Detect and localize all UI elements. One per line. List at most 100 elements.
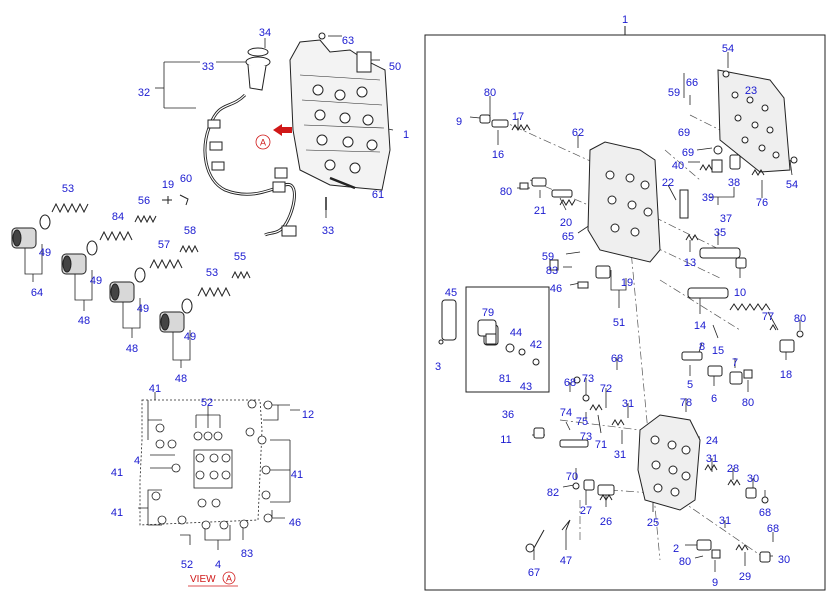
callout-19: 19 xyxy=(162,179,174,191)
callout-25: 25 xyxy=(647,517,659,529)
callout-22: 22 xyxy=(662,177,674,189)
solenoid-group xyxy=(11,214,193,333)
callout-12: 12 xyxy=(302,409,314,421)
callout-9: 9 xyxy=(712,577,718,589)
separator-plate xyxy=(717,69,791,173)
assembly-label: 1 xyxy=(622,14,628,26)
callout-51: 51 xyxy=(613,317,625,329)
callout-10: 10 xyxy=(734,287,746,299)
callout-83: 83 xyxy=(546,265,558,277)
callout-40: 40 xyxy=(672,160,684,172)
callout-33: 33 xyxy=(322,225,334,237)
callout-66: 66 xyxy=(686,77,698,89)
view-a-plate xyxy=(139,399,273,530)
valve-body-upper xyxy=(289,32,391,210)
callout-45: 45 xyxy=(445,287,457,299)
spring-group xyxy=(51,194,251,298)
callout-54: 54 xyxy=(722,43,734,55)
callout-68: 68 xyxy=(767,523,779,535)
callout-42: 42 xyxy=(530,339,542,351)
callout-15: 15 xyxy=(712,345,724,357)
callout-82: 82 xyxy=(547,487,559,499)
callout-46: 46 xyxy=(289,517,301,529)
small-springs xyxy=(511,124,777,551)
callout-28: 28 xyxy=(727,463,739,475)
callout-54: 54 xyxy=(786,179,798,191)
callout-74: 74 xyxy=(560,407,572,419)
callout-31: 31 xyxy=(614,449,626,461)
callout-41: 41 xyxy=(291,469,303,481)
callout-72: 72 xyxy=(600,383,612,395)
callout-55: 55 xyxy=(234,251,246,263)
callout-21: 21 xyxy=(534,205,546,217)
callout-80: 80 xyxy=(500,186,512,198)
assembly-frame xyxy=(424,26,826,591)
callout-27: 27 xyxy=(580,505,592,517)
callout-50: 50 xyxy=(389,61,401,73)
callout-30: 30 xyxy=(747,473,759,485)
callout-69: 69 xyxy=(682,147,694,159)
callout-75: 75 xyxy=(576,416,588,428)
view-caption-prefix: VIEW xyxy=(190,574,216,585)
callout-59: 59 xyxy=(542,251,554,263)
callout-48: 48 xyxy=(126,343,138,355)
callout-1: 1 xyxy=(403,129,409,141)
callout-35: 35 xyxy=(714,227,726,239)
callout-71: 71 xyxy=(595,439,607,451)
callout-36: 36 xyxy=(502,409,514,421)
callout-39: 39 xyxy=(702,192,714,204)
kit-36-parts xyxy=(477,319,497,345)
callout-4: 4 xyxy=(215,559,221,571)
callout-41: 41 xyxy=(149,383,161,395)
kit-36-frame xyxy=(465,286,550,393)
callout-34: 34 xyxy=(259,27,271,39)
callout-41: 41 xyxy=(111,507,123,519)
callout-76: 76 xyxy=(756,197,768,209)
callout-18: 18 xyxy=(780,369,792,381)
callout-58: 58 xyxy=(184,225,196,237)
callout-48: 48 xyxy=(175,373,187,385)
callout-78: 78 xyxy=(680,397,692,409)
callout-41: 41 xyxy=(111,467,123,479)
callout-67: 67 xyxy=(528,567,540,579)
callout-68: 68 xyxy=(611,353,623,365)
callout-2: 2 xyxy=(673,543,679,555)
view-caption: VIEW A xyxy=(188,571,238,587)
callout-79: 79 xyxy=(482,307,494,319)
callout-44: 44 xyxy=(510,327,522,339)
callout-73: 73 xyxy=(582,373,594,385)
callout-6: 6 xyxy=(711,393,717,405)
callout-80: 80 xyxy=(679,556,691,568)
callout-11: 11 xyxy=(500,434,511,446)
lower-valve-body xyxy=(637,414,701,511)
callout-8: 8 xyxy=(699,341,705,353)
callout-46: 46 xyxy=(550,283,562,295)
callout-4: 4 xyxy=(134,455,140,467)
callout-80: 80 xyxy=(794,313,806,325)
callout-31: 31 xyxy=(706,453,718,465)
callout-19: 19 xyxy=(621,277,633,289)
callout-81: 81 xyxy=(499,373,511,385)
callout-32: 32 xyxy=(138,87,150,99)
callout-29: 29 xyxy=(739,571,751,583)
callout-68: 68 xyxy=(564,377,576,389)
view-caption-circle xyxy=(222,571,236,585)
callout-62: 62 xyxy=(572,127,584,139)
callout-61: 61 xyxy=(372,189,384,201)
callout-57: 57 xyxy=(158,239,170,251)
callout-30: 30 xyxy=(778,554,790,566)
callout-52: 52 xyxy=(201,397,213,409)
callout-5: 5 xyxy=(687,379,693,391)
view-caption-letter: A xyxy=(226,574,232,584)
callout-49: 49 xyxy=(184,331,196,343)
callout-7: 7 xyxy=(732,357,738,369)
callout-17: 17 xyxy=(512,111,524,123)
callout-24: 24 xyxy=(706,435,718,447)
callout-60: 60 xyxy=(180,173,192,185)
callout-59: 59 xyxy=(668,87,680,99)
callout-16: 16 xyxy=(492,149,504,161)
callout-31: 31 xyxy=(622,398,634,410)
callout-31: 31 xyxy=(719,515,731,527)
